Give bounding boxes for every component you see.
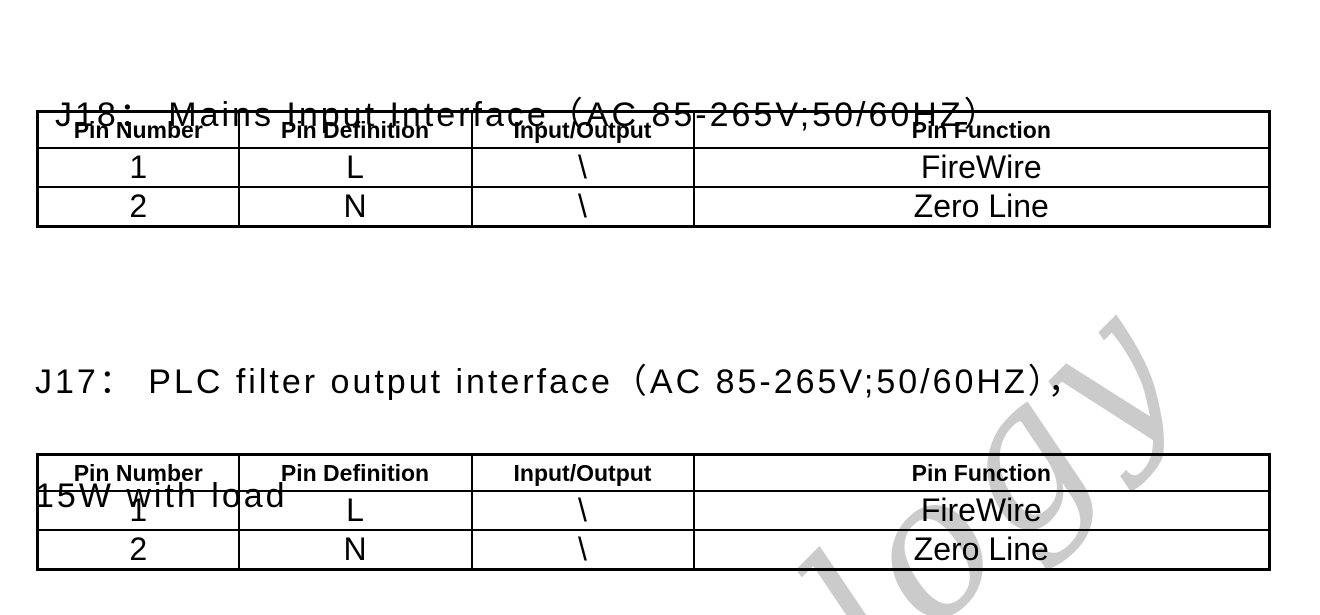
header-pin-definition: Pin Definition: [237, 110, 473, 149]
cell-pin-definition: L: [237, 147, 473, 188]
heading-j17-line-1: J17： PLC filter output interface（AC 85-2…: [35, 363, 1085, 401]
table-header-row: Pin Number Pin Definition Input/Output P…: [36, 110, 1271, 149]
cell-pin-function: FireWire: [692, 490, 1271, 531]
table-header-row: Pin Number Pin Definition Input/Output P…: [36, 453, 1271, 492]
header-pin-number: Pin Number: [36, 110, 240, 149]
cell-pin-function: Zero Line: [692, 186, 1271, 228]
cell-pin-number: 2: [36, 186, 240, 228]
table-row: 1 L \ FireWire: [36, 147, 1271, 188]
cell-pin-number: 2: [36, 529, 240, 571]
pin-table-j17: Pin Number Pin Definition Input/Output P…: [36, 453, 1271, 571]
cell-pin-function: Zero Line: [692, 529, 1271, 571]
cell-input-output: \: [470, 490, 695, 531]
table-row: 1 L \ FireWire: [36, 490, 1271, 531]
cell-input-output: \: [470, 186, 695, 228]
cell-pin-definition: N: [237, 186, 473, 228]
header-pin-definition: Pin Definition: [237, 453, 473, 492]
header-pin-function: Pin Function: [692, 110, 1271, 149]
header-pin-number: Pin Number: [36, 453, 240, 492]
header-input-output: Input/Output: [470, 453, 695, 492]
table-row: 2 N \ Zero Line: [36, 186, 1271, 228]
cell-pin-number: 1: [36, 490, 240, 531]
cell-input-output: \: [470, 529, 695, 571]
header-input-output: Input/Output: [470, 110, 695, 149]
cell-pin-definition: L: [237, 490, 473, 531]
cell-input-output: \: [470, 147, 695, 188]
pin-table-j18: Pin Number Pin Definition Input/Output P…: [36, 110, 1271, 228]
table-row: 2 N \ Zero Line: [36, 529, 1271, 571]
cell-pin-number: 1: [36, 147, 240, 188]
header-pin-function: Pin Function: [692, 453, 1271, 492]
cell-pin-function: FireWire: [692, 147, 1271, 188]
cell-pin-definition: N: [237, 529, 473, 571]
